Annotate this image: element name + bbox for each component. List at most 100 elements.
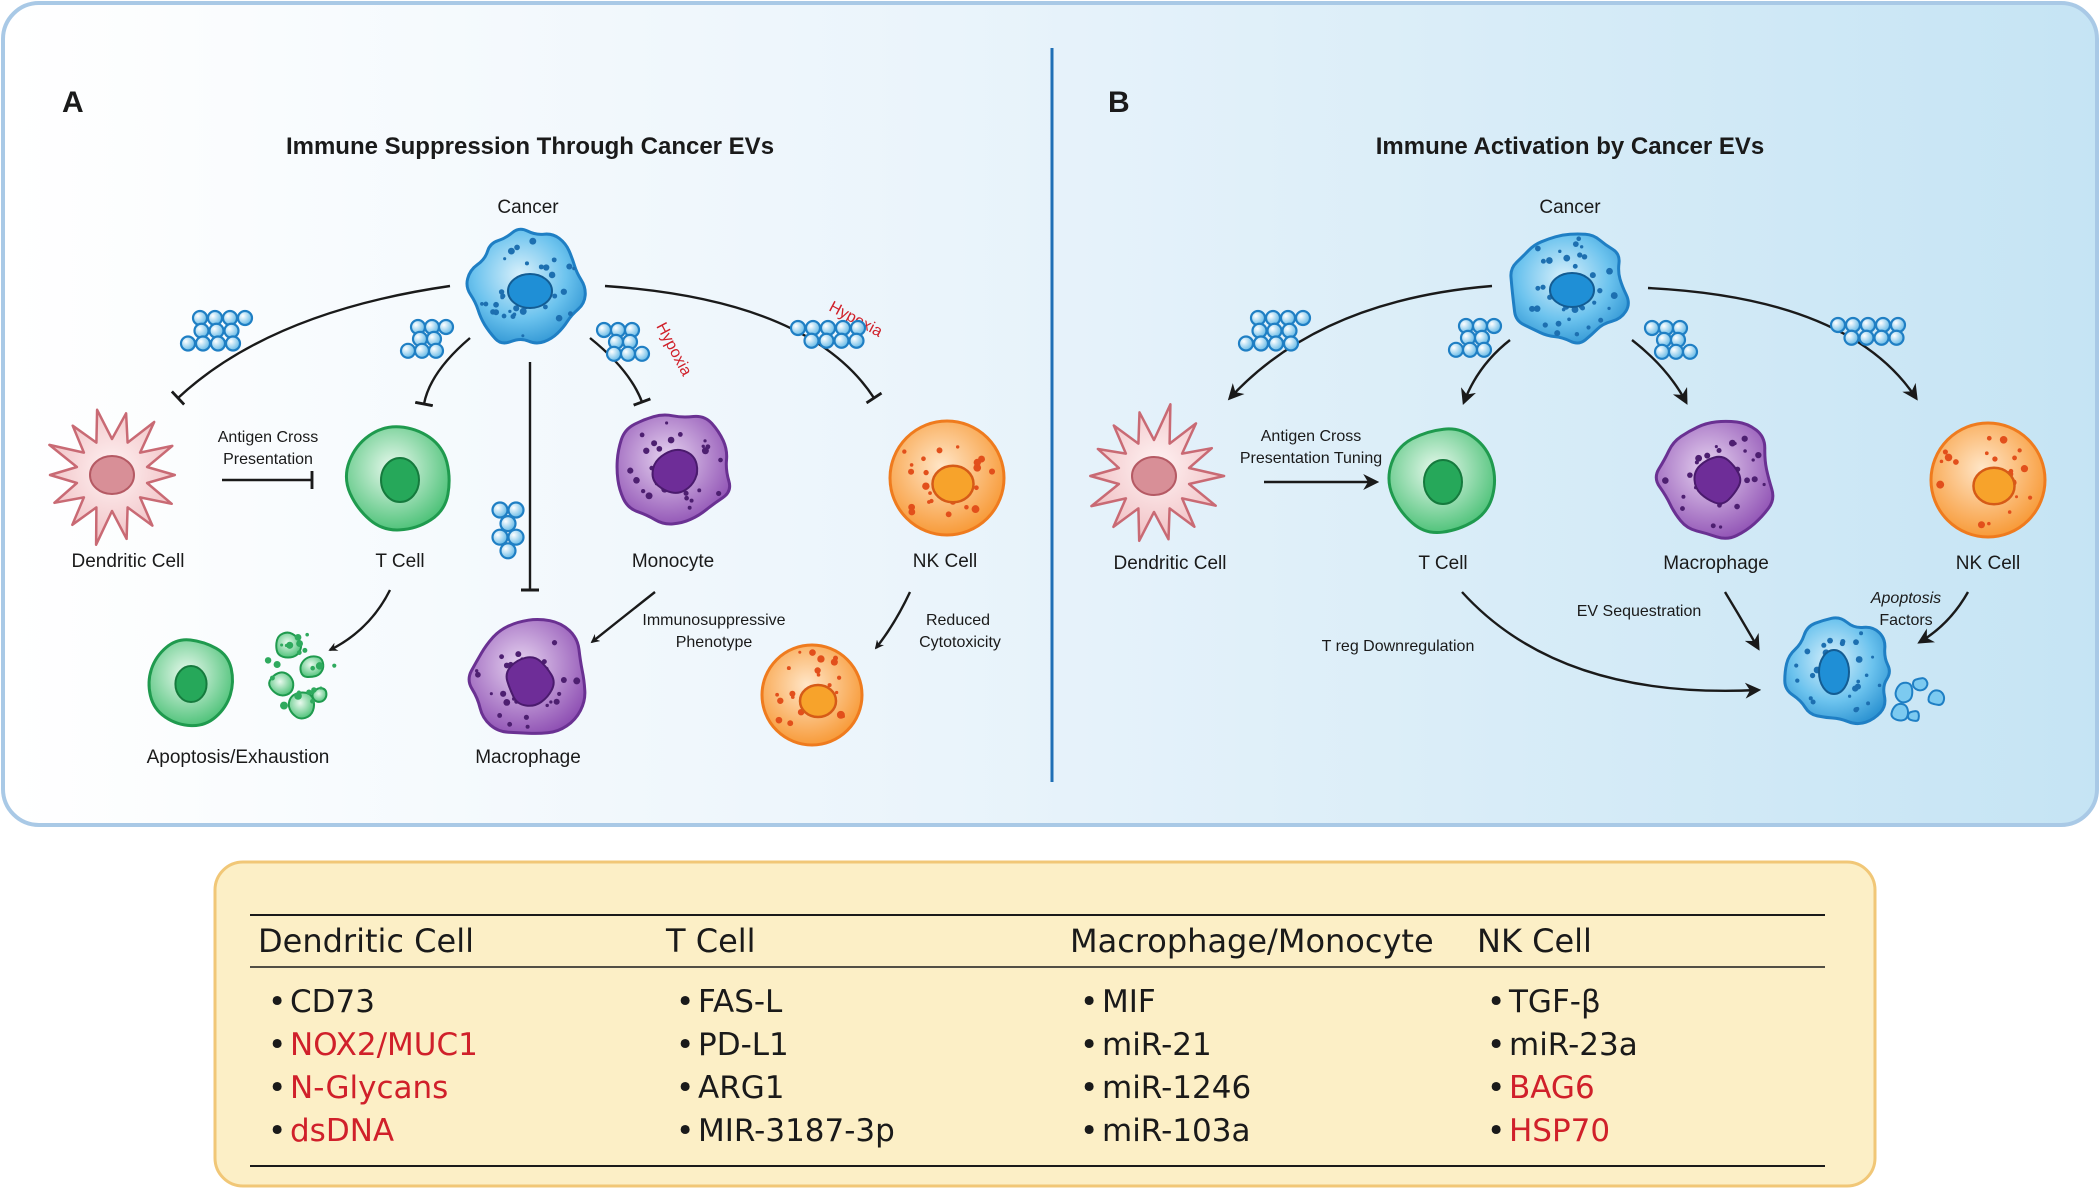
table-header-cell: Macrophage/Monocyte <box>1070 922 1434 960</box>
granule <box>1563 254 1571 262</box>
ev-vesicle <box>818 332 835 349</box>
ev-vesicle <box>1475 341 1493 358</box>
panel-a-dendritic-label: Dendritic Cell <box>72 551 185 572</box>
granule <box>1743 449 1747 453</box>
panel-b-cancer-label: Cancer <box>1539 197 1601 218</box>
granule <box>1579 245 1584 249</box>
granule <box>319 686 323 690</box>
granule <box>677 432 683 437</box>
marker-table-box <box>213 860 1877 1188</box>
tcell-nucleus <box>1423 459 1463 505</box>
panel-b-tcell <box>1387 427 1497 535</box>
table-bullet: • <box>268 984 286 1020</box>
granule <box>1741 435 1748 442</box>
panel-b-ev-cluster-nk <box>1829 316 1907 346</box>
granule <box>928 491 932 495</box>
treg-downregulation-arrow <box>1461 591 1762 699</box>
table-marker-item: miR-103a <box>1102 1113 1250 1149</box>
granule <box>555 314 563 322</box>
ev-vesicle <box>1237 335 1255 352</box>
granule <box>1864 673 1869 678</box>
ev-vesicle <box>1667 343 1685 360</box>
granule <box>1847 694 1852 698</box>
granule <box>974 485 979 491</box>
granule <box>503 257 507 261</box>
panel-a-antigen-line1: Antigen Cross <box>218 429 319 446</box>
granule <box>538 264 544 270</box>
granule <box>1852 685 1859 692</box>
nk-nucleus <box>798 683 838 719</box>
panel-b-ev-sequestration: EV Sequestration <box>1577 603 1702 620</box>
granule <box>1999 435 2008 444</box>
panel-b-letter: B <box>1108 86 1130 119</box>
granule <box>498 289 505 295</box>
cancer-fragment <box>1890 702 1910 722</box>
granule <box>830 658 838 666</box>
granule <box>1704 452 1711 459</box>
granule <box>971 505 980 513</box>
panel-a-cancer-cell <box>465 227 587 345</box>
granule <box>545 703 549 708</box>
panel-a-nk-cell <box>888 419 1006 537</box>
panel-a-reduced-nk-cell <box>760 643 864 747</box>
ev-vesicle <box>427 342 445 359</box>
granule <box>310 699 315 704</box>
granule <box>639 432 645 438</box>
panel-a-title: Immune Suppression Through Cancer EVs <box>286 133 774 160</box>
ev-vesicle <box>1252 335 1270 352</box>
ev-vesicle <box>437 318 455 336</box>
granule <box>816 673 821 677</box>
granule <box>1610 292 1618 299</box>
granule <box>1729 439 1736 447</box>
granule <box>643 447 650 454</box>
granule <box>1942 449 1948 455</box>
cancer-fragment <box>1906 710 1920 722</box>
panel-a-ev-cluster-monocyte <box>595 321 651 362</box>
granule <box>493 309 500 316</box>
granule <box>973 458 981 467</box>
table-marker-item: TGF-β <box>1508 984 1601 1020</box>
granule <box>294 634 302 641</box>
ev-vesicle <box>1873 329 1890 346</box>
panel-a-nk-label: NK Cell <box>913 551 977 572</box>
panel-a-connectors <box>170 284 912 652</box>
granule <box>1542 322 1548 328</box>
granule <box>503 699 511 706</box>
granule <box>1744 477 1750 484</box>
granule <box>921 456 926 462</box>
table-bullet: • <box>676 1113 694 1149</box>
ev-vesicle <box>1461 341 1479 358</box>
cancer-fragment <box>1911 677 1929 692</box>
granule <box>560 677 567 683</box>
table-marker-item: MIR-3187-3p <box>698 1113 895 1149</box>
granule <box>1840 639 1846 645</box>
granule <box>513 305 520 312</box>
granule <box>1572 241 1579 248</box>
granule <box>633 477 640 484</box>
panel-b-antigen-line2: Presentation Tuning <box>1240 450 1382 467</box>
granule <box>687 505 692 510</box>
table-header-cell: NK Cell <box>1477 922 1592 960</box>
panel-b-apoptosis-line1: Apoptosis <box>1870 590 1941 607</box>
ev-vesicle <box>605 345 623 362</box>
granule <box>817 655 825 663</box>
activate-tcell-arrow <box>1461 339 1511 405</box>
granule <box>902 449 907 454</box>
table-marker-item: NOX2/MUC1 <box>290 1027 478 1063</box>
tcell-nucleus <box>380 457 420 503</box>
granule <box>1687 472 1693 478</box>
granule <box>573 677 581 685</box>
granule <box>572 266 576 271</box>
granule <box>798 650 802 654</box>
granule <box>1710 523 1716 529</box>
granule <box>280 643 284 647</box>
table-marker-item: N-Glycans <box>290 1070 448 1106</box>
ev-vesicle <box>1267 335 1285 352</box>
panel-b-title: Immune Activation by Cancer EVs <box>1376 133 1765 160</box>
granule <box>1992 456 1998 462</box>
granule <box>1871 655 1875 659</box>
granule <box>835 690 839 695</box>
cancer-nucleus <box>507 273 553 309</box>
granule <box>549 700 553 704</box>
